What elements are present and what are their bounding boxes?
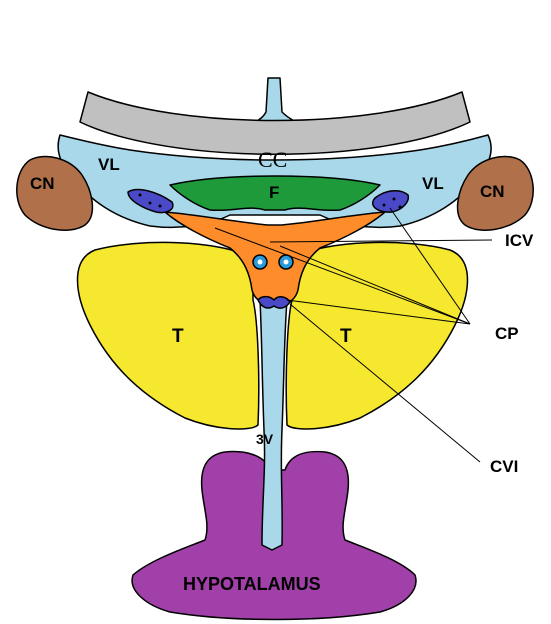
- choroid-dots: [138, 193, 402, 209]
- label-thalamus-left: T: [172, 326, 184, 347]
- label-hypothalamus: HYPOTALAMUS: [183, 574, 321, 594]
- thalamus-left: [76, 241, 260, 430]
- label-vl-right: VL: [422, 174, 444, 193]
- internal-cerebral-veins: [252, 254, 294, 270]
- label-fornix: F: [269, 183, 279, 202]
- label-thalamus-right: T: [340, 326, 352, 347]
- thalamus-right: [285, 241, 469, 430]
- label-vl-left: VL: [98, 155, 120, 174]
- label-cp: CP: [495, 324, 519, 343]
- leader-lines: [214, 207, 493, 463]
- velum-interpositum: [164, 211, 386, 306]
- fornix: [169, 175, 381, 212]
- choroid-plexus-third: [257, 295, 291, 309]
- caudate-nucleus-right: [456, 155, 534, 231]
- label-cvi: CVI: [490, 457, 518, 476]
- caudate-nucleus-left: [16, 155, 94, 231]
- label-icv: ICV: [505, 231, 534, 250]
- corpus-callosum: [79, 91, 471, 155]
- label-cn-right: CN: [480, 182, 505, 201]
- third-ventricle: [259, 299, 288, 551]
- label-cn-left: CN: [30, 174, 55, 193]
- label-cc: CC: [258, 147, 287, 172]
- label-third-ventricle: 3V: [256, 431, 274, 447]
